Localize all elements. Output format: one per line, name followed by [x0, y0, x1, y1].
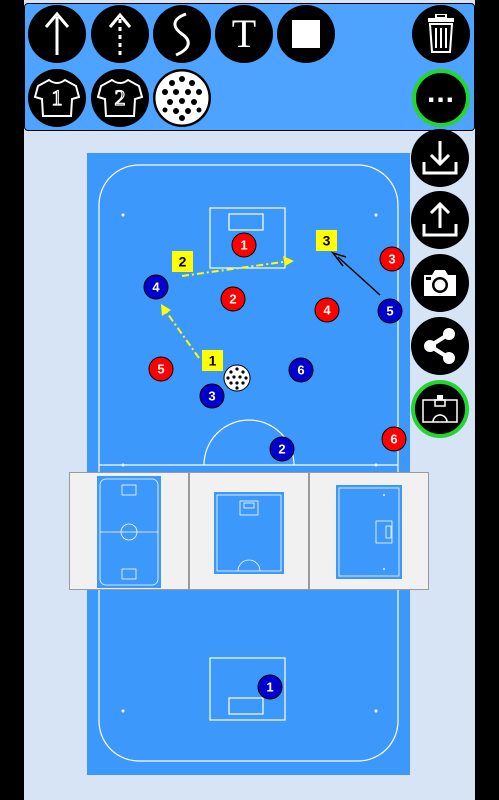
text-tag[interactable]: 2: [172, 251, 193, 272]
share-icon: [424, 328, 455, 364]
player-number: 3: [388, 252, 395, 267]
arrow-up-icon: [44, 11, 70, 55]
goal-bottom: [228, 697, 264, 715]
jersey-1-tool[interactable]: 1: [28, 69, 86, 127]
more-dots-icon: ...: [426, 76, 455, 109]
download-icon: [422, 141, 458, 175]
rectangle-tool[interactable]: [277, 5, 335, 63]
dashed-arrow-tool[interactable]: [91, 5, 149, 63]
court-boundary: [98, 164, 399, 762]
player-number: 4: [152, 280, 160, 295]
ball-tool[interactable]: [153, 69, 211, 127]
floorball-ball[interactable]: [223, 364, 251, 392]
delete-button[interactable]: [412, 5, 470, 63]
square-icon: [292, 20, 320, 48]
share-button[interactable]: [411, 317, 469, 375]
curve-line-icon: [173, 12, 190, 57]
more-button[interactable]: ...: [412, 69, 470, 127]
player-number: 3: [208, 389, 215, 404]
full-court-icon: [97, 476, 161, 588]
court-icon: [422, 395, 458, 423]
player-red[interactable]: 1: [231, 232, 257, 258]
player-red[interactable]: 5: [148, 356, 174, 382]
player-number: 5: [386, 304, 393, 319]
yellow-dashed-arrow[interactable]: [181, 256, 294, 277]
player-blue[interactable]: 2: [269, 436, 295, 462]
goal-top: [228, 213, 264, 231]
upload-button[interactable]: [411, 191, 469, 249]
player-blue[interactable]: 3: [199, 383, 225, 409]
player-blue[interactable]: 1: [257, 674, 283, 700]
player-number: 1: [266, 680, 273, 695]
jersey-number-label: 1: [52, 85, 63, 110]
court-option-side[interactable]: [309, 472, 429, 590]
court-option-half[interactable]: [189, 472, 309, 590]
court-type-picker: [69, 472, 429, 592]
jersey-icon: 2: [97, 78, 143, 117]
court-option-full[interactable]: [69, 472, 189, 590]
player-number: 2: [278, 442, 285, 457]
tag-label: 1: [209, 353, 217, 369]
tag-label: 3: [323, 233, 331, 249]
player-number: 1: [240, 238, 247, 253]
upload-icon: [422, 201, 458, 237]
court-canvas[interactable]: 2 3 1 1 2 3 4 5 6 4 5 3 6 2 1: [87, 153, 410, 775]
side-court-icon: [336, 485, 402, 579]
jersey-icon: 1: [34, 78, 80, 117]
court-surface: [87, 153, 410, 775]
app-window: T 1 2: [24, 0, 475, 800]
black-arrow[interactable]: [330, 251, 381, 296]
player-red[interactable]: 3: [379, 246, 405, 272]
player-number: 2: [229, 292, 236, 307]
jersey-number-label: 2: [115, 85, 126, 110]
text-icon: T: [231, 11, 257, 56]
curve-tool[interactable]: [153, 5, 211, 63]
text-tag[interactable]: 3: [316, 230, 337, 251]
player-red[interactable]: 4: [314, 297, 340, 323]
player-number: 4: [323, 303, 331, 318]
player-blue[interactable]: 6: [288, 357, 314, 383]
tag-label: 2: [179, 254, 187, 270]
faceoff-dots: [121, 213, 378, 713]
trash-icon: [428, 14, 454, 53]
player-red[interactable]: 6: [381, 426, 407, 452]
download-button[interactable]: [411, 129, 469, 187]
floorball-icon: [154, 70, 210, 126]
text-tool[interactable]: T: [215, 5, 273, 63]
yellow-dashed-arrow[interactable]: [161, 304, 200, 359]
player-red[interactable]: 2: [220, 286, 246, 312]
player-number: 6: [390, 432, 397, 447]
dashed-arrow-up-icon: [108, 12, 132, 55]
jersey-2-tool[interactable]: 2: [91, 69, 149, 127]
goal-area-bottom: [209, 657, 286, 721]
player-blue[interactable]: 4: [143, 274, 169, 300]
goal-area-top: [209, 207, 286, 269]
player-blue[interactable]: 5: [377, 298, 403, 324]
text-tag[interactable]: 1: [202, 350, 223, 371]
camera-icon: [424, 270, 456, 296]
toolbar: T 1 2: [24, 3, 475, 131]
half-court-icon: [214, 492, 284, 574]
court-view-button[interactable]: [411, 380, 469, 438]
arrow-tool[interactable]: [28, 5, 86, 63]
player-number: 5: [157, 362, 164, 377]
player-number: 6: [297, 363, 304, 378]
camera-button[interactable]: [411, 254, 469, 312]
